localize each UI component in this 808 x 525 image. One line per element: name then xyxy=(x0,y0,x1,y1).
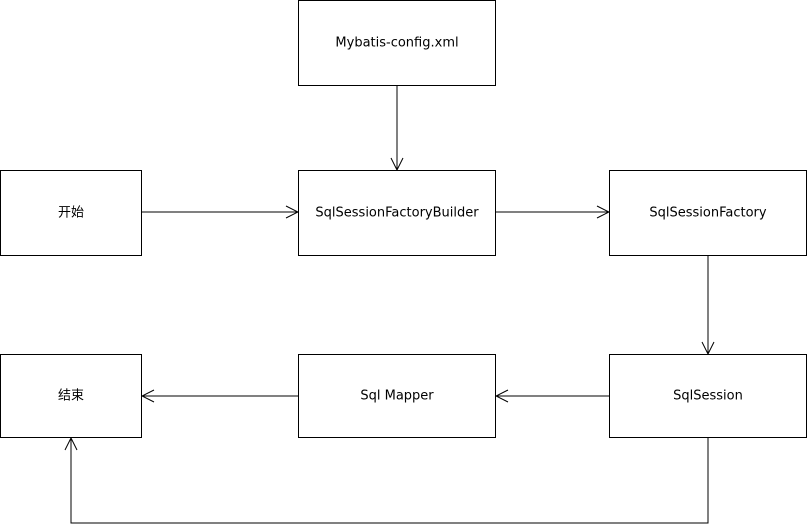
node-sqlsession-label: SqlSession xyxy=(673,389,743,404)
node-end-label: 结束 xyxy=(58,389,84,404)
node-start: 开始 xyxy=(0,170,142,256)
node-sqlsessionfactorybuilder-label: SqlSessionFactoryBuilder xyxy=(315,206,479,221)
node-sqlsession: SqlSession xyxy=(609,354,807,438)
node-start-label: 开始 xyxy=(58,206,84,221)
node-mybatis-config: Mybatis-config.xml xyxy=(298,0,496,86)
node-sql-mapper: Sql Mapper xyxy=(298,354,496,438)
node-end: 结束 xyxy=(0,354,142,438)
node-mybatis-config-label: Mybatis-config.xml xyxy=(335,36,458,51)
node-sqlsessionfactorybuilder: SqlSessionFactoryBuilder xyxy=(298,170,496,256)
edge-session-to-end xyxy=(71,438,709,524)
node-sqlsessionfactory: SqlSessionFactory xyxy=(609,170,807,256)
node-sql-mapper-label: Sql Mapper xyxy=(360,389,434,404)
node-sqlsessionfactory-label: SqlSessionFactory xyxy=(649,206,767,221)
